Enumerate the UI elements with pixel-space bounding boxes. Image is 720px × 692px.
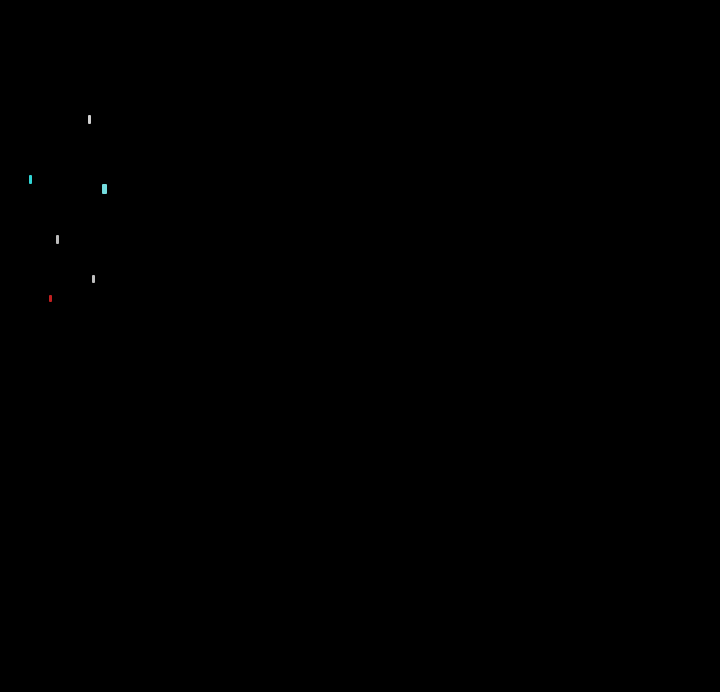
white-speck-3-pixel-artifact <box>92 275 95 283</box>
white-speck-1-pixel-artifact <box>88 115 91 124</box>
white-speck-2-pixel-artifact <box>56 235 59 244</box>
red-speck-1-pixel-artifact <box>49 295 52 302</box>
cyan-speck-2-pixel-artifact <box>102 184 107 194</box>
cyan-speck-1-pixel-artifact <box>29 175 32 184</box>
